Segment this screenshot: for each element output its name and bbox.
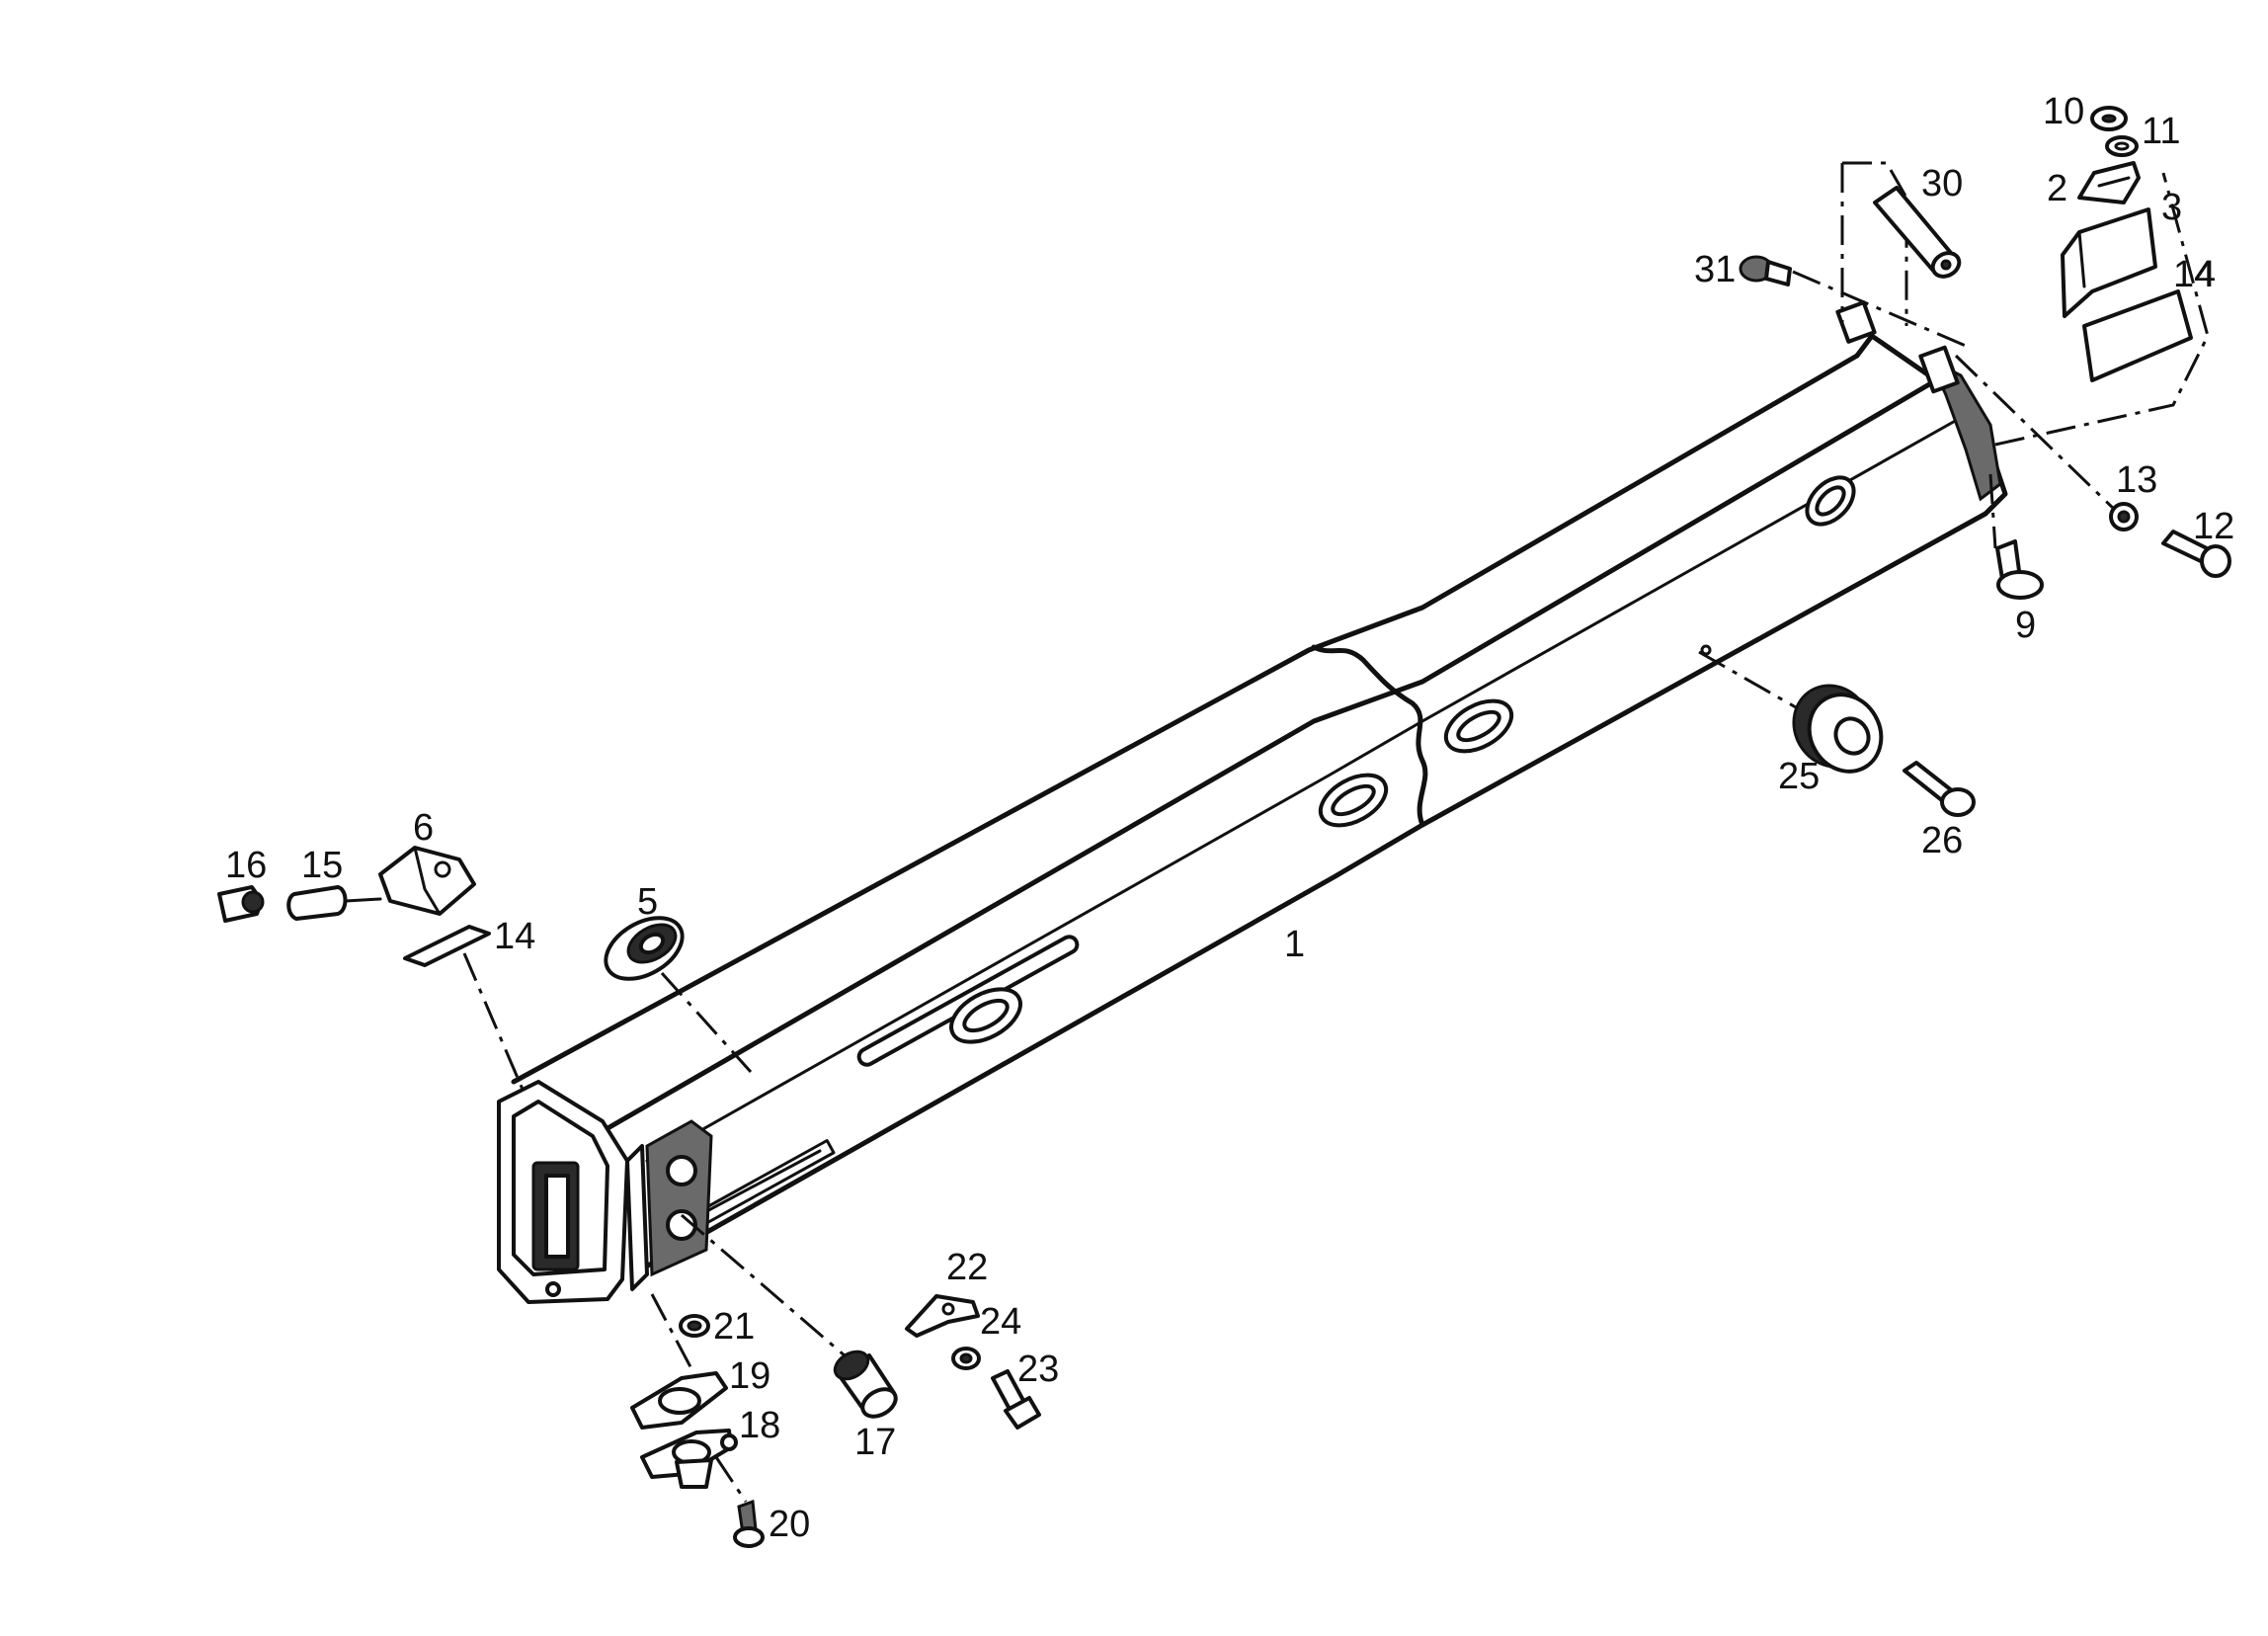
boom-break-line	[1311, 644, 1428, 828]
callout-11: 11	[2142, 111, 2180, 152]
boom-bottom-edge	[629, 511, 1988, 1277]
part-14-pad-left	[403, 925, 491, 967]
callout-19: 19	[729, 1355, 770, 1397]
callout-5: 5	[637, 881, 658, 923]
oval-window-1	[949, 987, 1022, 1044]
part-23-bolt	[991, 1369, 1041, 1430]
callout-3: 3	[2161, 187, 2182, 228]
part-2-clamp	[2077, 161, 2141, 204]
part-15-plug	[286, 885, 382, 921]
part-21-nut	[679, 1314, 710, 1338]
part-20-screw	[733, 1499, 765, 1548]
callout-23: 23	[1017, 1349, 1059, 1390]
callout-26: 26	[1921, 820, 1963, 861]
part-9-pin	[1995, 539, 2044, 600]
boom-top-edge-front	[511, 353, 1860, 1085]
part-22-plate	[905, 1294, 980, 1338]
part-5-ring	[604, 916, 685, 981]
callout-15: 15	[301, 845, 343, 886]
callout-9: 9	[2015, 605, 2036, 646]
callout-24: 24	[980, 1301, 1021, 1343]
callout-10: 10	[2043, 91, 2084, 132]
part-13-nut	[2109, 502, 2139, 532]
callout-22: 22	[946, 1247, 988, 1288]
callout-25: 25	[1778, 756, 1820, 797]
part-25-sheave	[1792, 684, 1884, 774]
part-12-bolt	[2161, 530, 2231, 578]
part-6-block	[378, 846, 476, 916]
callout-13: 13	[2116, 459, 2157, 501]
part-16-nipple	[217, 885, 265, 923]
head-side-plate	[645, 1119, 713, 1277]
callout-30: 30	[1921, 163, 1963, 204]
telescopic-boom-section	[511, 300, 2008, 1277]
part-19-flange	[630, 1371, 728, 1430]
part-30-pin	[1873, 186, 1962, 279]
oval-window-3	[1443, 698, 1514, 754]
callout-20: 20	[769, 1504, 810, 1545]
callout-21: 21	[713, 1306, 755, 1348]
callout-6: 6	[413, 807, 434, 849]
part-26-bolt	[1903, 761, 1976, 817]
part-18-flange	[640, 1429, 738, 1489]
part-17-bushing	[833, 1350, 898, 1419]
part-11-washer	[2105, 135, 2139, 157]
callout-labels: 1 2 3 4 5 6 9 10 11 12 13 14 14 15 16 17…	[225, 91, 2234, 1545]
boom-head-end-frame	[497, 1080, 713, 1304]
head-collar	[625, 1144, 649, 1291]
callout-14-left: 14	[494, 916, 535, 957]
oval-window-4	[1805, 475, 1856, 527]
oval-window-2	[1318, 773, 1389, 828]
boom-side-line-upper	[645, 413, 1968, 1163]
rear-tab-side	[1918, 345, 1960, 394]
callout-16: 16	[225, 845, 267, 886]
boom-top-edge-rear	[600, 377, 1939, 1134]
callout-14-right: 14	[2173, 254, 2215, 295]
part-3-slide-pad	[2061, 207, 2157, 318]
rear-tab-top	[1835, 300, 1877, 344]
part-31-bolt	[1739, 255, 1792, 286]
callout-12: 12	[2193, 506, 2234, 547]
part-4-slide-pad	[2082, 289, 2193, 382]
callout-4: 4	[2195, 254, 2216, 295]
callout-18: 18	[739, 1405, 780, 1446]
assembly-leader-lines	[462, 161, 2210, 1503]
callout-1: 1	[1284, 924, 1305, 965]
part-24-washer	[951, 1347, 981, 1370]
callout-31: 31	[1694, 249, 1736, 290]
part-10-nut	[2090, 106, 2128, 131]
callout-17: 17	[854, 1422, 896, 1463]
callout-2: 2	[2047, 168, 2067, 209]
